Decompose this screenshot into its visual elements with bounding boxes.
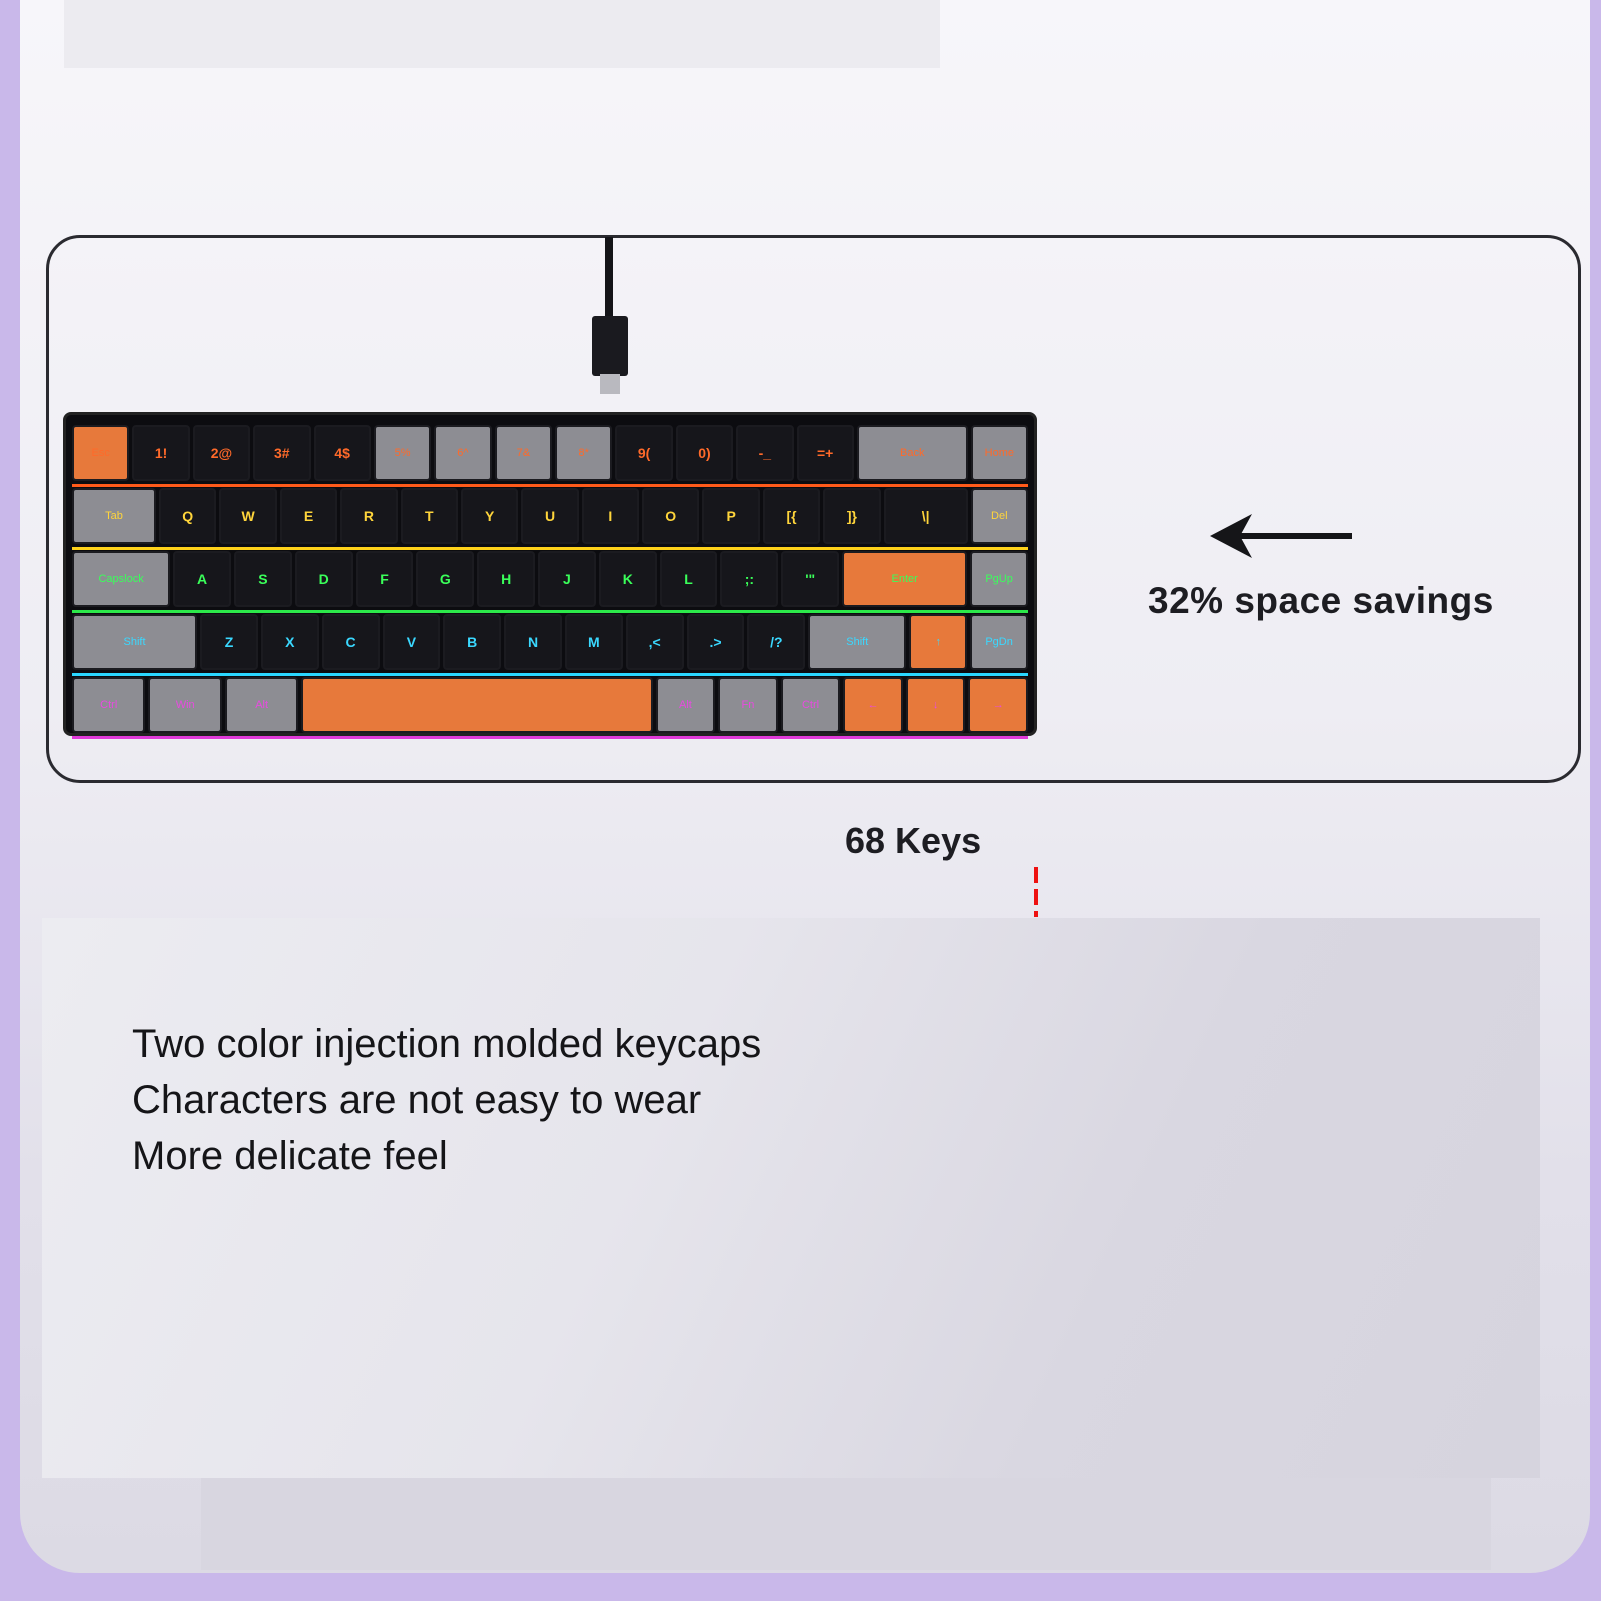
keycap: W (219, 488, 277, 544)
keycap: P (702, 488, 760, 544)
keycap: 6^ (434, 425, 492, 481)
full-size-outline-frame (46, 235, 1581, 783)
keycap: S (233, 551, 292, 607)
keycap: Y (460, 488, 519, 544)
keycap: ;: (720, 551, 779, 607)
keycap: V (382, 614, 441, 670)
keycap: Tab (72, 488, 157, 544)
keycap: E (279, 488, 338, 544)
keycap: Alt (224, 677, 299, 733)
keycap: Back (856, 425, 968, 481)
keycap: ↓ (905, 677, 966, 733)
keycap: ↑ (909, 614, 968, 670)
keycap: 4$ (313, 425, 371, 481)
keycap: F (355, 551, 414, 607)
keycap: '" (781, 551, 840, 607)
keycap: O (642, 488, 700, 544)
keycap: Esc (72, 425, 130, 481)
keycap: Capslock (72, 551, 171, 607)
keycap: Del (970, 488, 1028, 544)
keycap: → (968, 677, 1028, 733)
keycap: L (659, 551, 718, 607)
keycap: ]} (823, 488, 881, 544)
keycap: Fn (718, 677, 778, 733)
keycap: PgDn (970, 614, 1028, 670)
usb-plug-tip (600, 374, 620, 394)
left-arrow-icon (1210, 514, 1352, 558)
keycap: 9( (615, 425, 673, 481)
keycap: /? (747, 614, 806, 670)
keycap: [{ (762, 488, 821, 544)
keycap: 8* (555, 425, 613, 481)
usb-cable (605, 237, 613, 317)
keycap: Ctrl (780, 677, 841, 733)
space-savings-label: 32% space savings (1148, 580, 1494, 621)
keycap: A (173, 551, 231, 607)
feature-item: More delicate feel (132, 1134, 448, 1178)
keycap: ← (843, 677, 903, 733)
keycap: 1! (132, 425, 190, 481)
usb-plug (592, 316, 628, 376)
keycap: 3# (253, 425, 311, 481)
red-dashed-marker (1034, 867, 1038, 917)
keycap: J (538, 551, 596, 607)
keycap: U (521, 488, 579, 544)
feature-item: Two color injection molded keycaps (132, 1022, 762, 1066)
keycap: H (477, 551, 536, 607)
feature-list: Two color injection molded keycaps Chara… (132, 1016, 761, 1184)
feature-panel (42, 918, 1540, 1478)
top-banner-blank (64, 0, 940, 68)
keys-count-label: 68 Keys (845, 820, 982, 861)
keycap: =+ (796, 425, 854, 481)
keycap: T (400, 488, 458, 544)
keycap: 0) (675, 425, 734, 481)
keycap: Win (148, 677, 222, 733)
keycap: R (340, 488, 398, 544)
keycap: PgUp (970, 551, 1028, 607)
keycap: Alt (655, 677, 716, 733)
keycap: .> (686, 614, 745, 670)
keycap: N (504, 614, 562, 670)
keycap: \| (883, 488, 968, 544)
keycap: 2@ (192, 425, 251, 481)
keycap: Z (200, 614, 258, 670)
keycap: Ctrl (72, 677, 146, 733)
keycap: I (581, 488, 640, 544)
keycap: Enter (842, 551, 968, 607)
keycap: D (294, 551, 353, 607)
keycap: Shift (72, 614, 198, 670)
keycap: ,< (625, 614, 684, 670)
keycap: -_ (736, 425, 794, 481)
keycap: K (598, 551, 657, 607)
keycap: Shift (808, 614, 907, 670)
bottom-band (201, 1478, 1491, 1570)
feature-item: Characters are not easy to wear (132, 1078, 702, 1122)
keycap: X (260, 614, 319, 670)
keycap: Q (159, 488, 217, 544)
keycap: C (321, 614, 380, 670)
keycap: Home (970, 425, 1028, 481)
keycap: M (564, 614, 623, 670)
keycap: 5% (373, 425, 432, 481)
keycap: B (443, 614, 502, 670)
keycap (301, 677, 653, 733)
keycap: G (416, 551, 475, 607)
keycap: 7& (494, 425, 552, 481)
